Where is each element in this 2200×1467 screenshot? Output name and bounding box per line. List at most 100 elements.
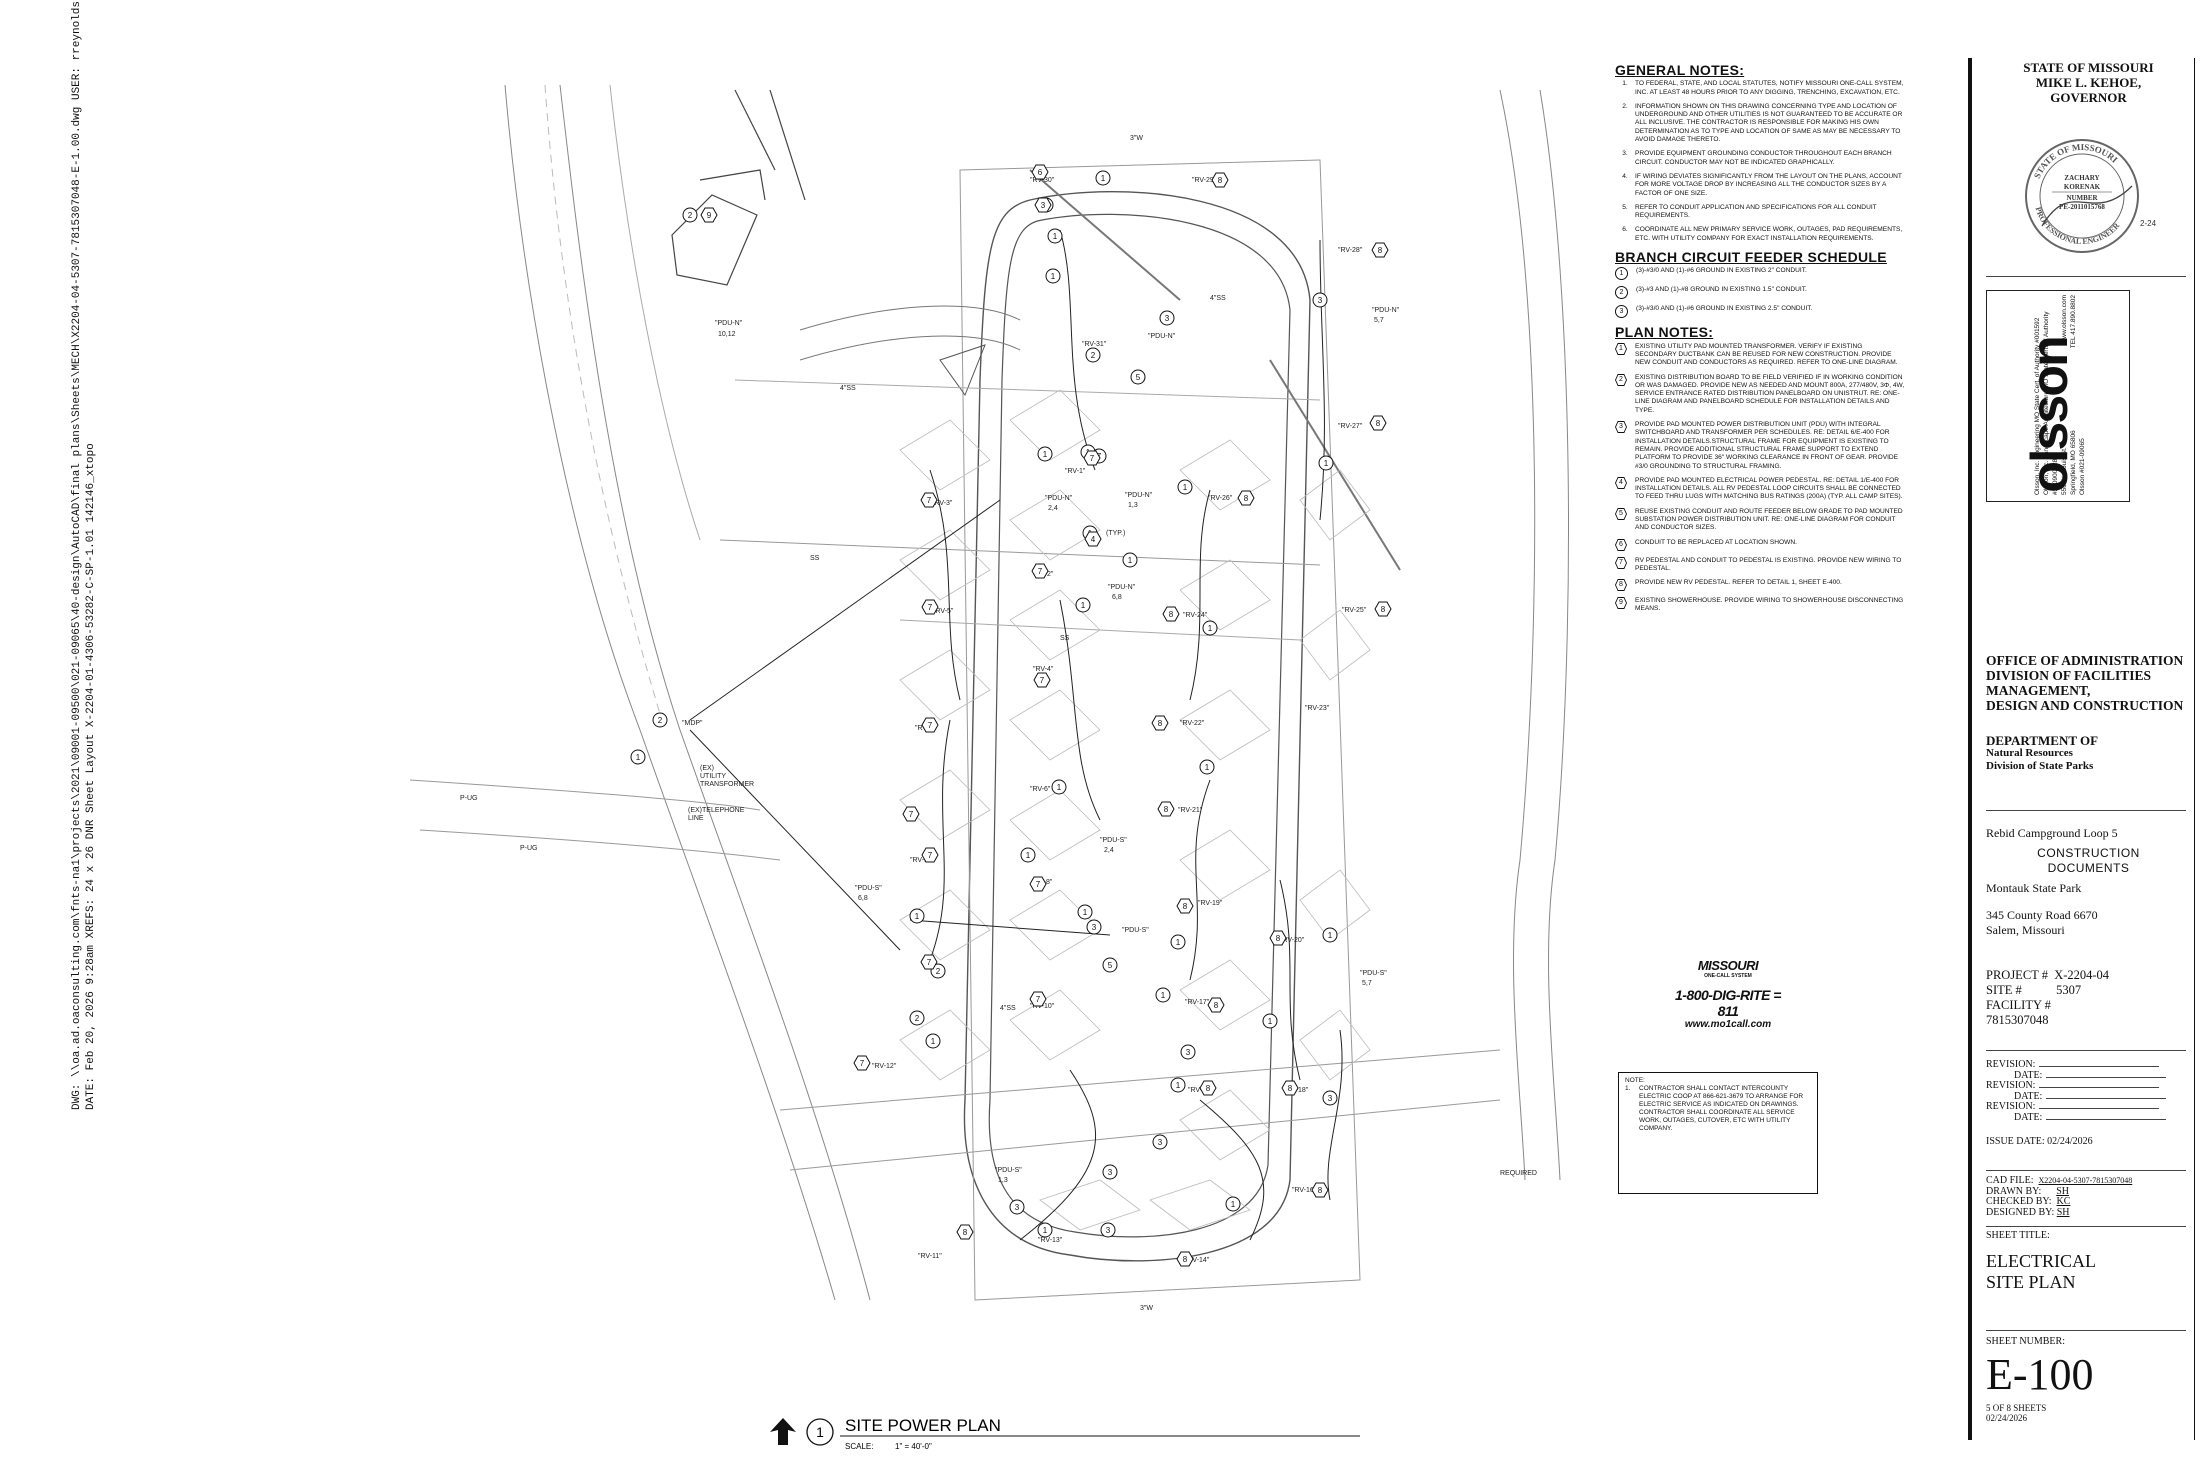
- seal-name1: ZACHARY: [2064, 174, 2099, 182]
- plan-note-hex-icon: 7: [1615, 556, 1627, 569]
- rv-site-label: "RV-6": [1030, 786, 1051, 793]
- rv-site-label: "RV-21": [1178, 807, 1203, 814]
- feeder-schedule-tag: 1: [1045, 268, 1061, 284]
- plan-note-tag: 8: [1176, 1251, 1194, 1267]
- svg-text:2: 2: [915, 1014, 920, 1023]
- issue-date: ISSUE DATE: 02/24/2026: [1986, 1136, 2093, 1147]
- svg-text:1: 1: [1051, 272, 1056, 281]
- plan-note-tag: 7: [1029, 991, 1047, 1007]
- feeder-schedule-tag: 1: [1322, 927, 1338, 943]
- svg-text:8: 8: [1169, 610, 1174, 619]
- dept-line3: Division of State Parks: [1986, 760, 2094, 772]
- feeder-schedule-tag: 1: [1047, 228, 1063, 244]
- plan-note-tag: 9: [700, 207, 718, 223]
- svg-text:9: 9: [707, 211, 712, 220]
- pdu-s-24-num: 2,4: [1104, 847, 1114, 854]
- general-note-item: 2.INFORMATION SHOWN ON THIS DRAWING CONC…: [1615, 103, 1905, 144]
- plan-note-tag: 7: [1031, 563, 1049, 579]
- svg-text:6: 6: [1038, 168, 1043, 177]
- svg-text:8: 8: [1183, 902, 1188, 911]
- pdu-s-68-label: "PDU-S": [855, 885, 882, 892]
- plan-note-tag: 8: [1162, 606, 1180, 622]
- plan-note-tag: 4: [1084, 531, 1102, 547]
- feeder-schedule-tag: 1: [1020, 847, 1036, 863]
- rv-site-label: "RV-30": [1030, 177, 1055, 184]
- branch-schedule-text: (3)-#3/0 AND (1)-#6 GROUND IN EXISTING 2…: [1636, 305, 1813, 313]
- north-arrow-icon: [770, 1418, 796, 1445]
- feeder-schedule-tag: 3: [1152, 1134, 1168, 1150]
- feeder-schedule-tag: 3: [1100, 1222, 1116, 1238]
- contractor-note-box: NOTE: 1. CONTRACTOR SHALL CONTACT INTERC…: [1618, 1072, 1818, 1194]
- branch-schedule-number: 2: [1615, 286, 1628, 300]
- feeder-schedule-tag: 3: [1102, 1164, 1118, 1180]
- svg-text:1: 1: [1231, 1200, 1236, 1209]
- plan-note-tag: 7: [920, 954, 938, 970]
- firm-tel: TEL 417.890.8802: [2070, 295, 2077, 349]
- scale-label: SCALE:: [845, 1442, 873, 1451]
- seal-date-mark: 2-24: [2140, 219, 2157, 228]
- plan-note-number: 8: [1619, 581, 1623, 589]
- firm-line2: Olsson, Inc. Landscape Architecture MO S…: [2043, 311, 2059, 495]
- feeder-schedule-tag: 1: [1199, 759, 1215, 775]
- rv-site-label: "RV-27": [1338, 423, 1363, 430]
- park-name: Montauk State Park: [1986, 881, 2082, 895]
- plan-note-hex-icon: 2: [1615, 373, 1627, 386]
- svg-text:8: 8: [1244, 494, 1249, 503]
- utility-tx-label-1: (EX): [700, 765, 714, 772]
- plan-note-number: 1: [1619, 344, 1623, 352]
- firm-address2: Springfield, MO 65806: [2070, 430, 2077, 495]
- plan-note-hex-icon: 9: [1615, 597, 1627, 610]
- svg-text:1: 1: [1208, 624, 1213, 633]
- svg-text:1: 1: [1057, 783, 1062, 792]
- svg-text:7: 7: [1036, 880, 1041, 889]
- revision-row: REVISION:: [1986, 1101, 2191, 1113]
- svg-text:2: 2: [658, 716, 663, 725]
- pdu-n-24-label: "PDU-N": [1045, 495, 1073, 502]
- park-address2: Salem, Missouri: [1986, 923, 2065, 937]
- contractor-note-num: 1.: [1625, 1085, 1631, 1092]
- wetland-note: REQUIRED: [1500, 1170, 1537, 1177]
- pdu-n-68-label: "PDU-N": [1108, 584, 1136, 591]
- feeder-schedule-tag: 1: [1225, 1196, 1241, 1212]
- general-note-text: PROVIDE EQUIPMENT GROUNDING CONDUCTOR TH…: [1635, 150, 1892, 166]
- firm-web: www.olsson.com: [2061, 295, 2068, 344]
- firm-address1: 550 St. Louis St.: [2061, 447, 2068, 495]
- general-note-item: 1.TO FEDERAL, STATE, AND LOCAL STATUTES,…: [1615, 80, 1905, 97]
- cad-file: X2204-04-5307-7815307048: [2038, 1176, 2133, 1185]
- plan-note-tag: 7: [853, 1055, 871, 1071]
- feeder-schedule-tag: 3: [1009, 1199, 1025, 1215]
- plan-note-tag: 7: [921, 717, 939, 733]
- plan-note-number: 6: [1619, 540, 1623, 548]
- water-label: 3"W: [1140, 1305, 1153, 1312]
- revision-row: REVISION:: [1986, 1059, 2191, 1071]
- branch-schedule-text: (3)-#3 AND (1)-#8 GROUND IN EXISTING 1.5…: [1636, 286, 1807, 294]
- feeder-schedule-tag: 1: [1077, 904, 1093, 920]
- svg-text:8: 8: [1206, 1084, 1211, 1093]
- plan-notes-title: PLAN NOTES:: [1615, 324, 1714, 341]
- rv-site-label: "RV-24": [1183, 612, 1208, 619]
- rv-site-label: "RV-22": [1180, 720, 1205, 727]
- firm-block: olsson Olsson, Inc. Engineering MO State…: [1986, 290, 2130, 502]
- plan-note-number: 4: [1619, 478, 1623, 486]
- pdu-n-24-num: 2,4: [1048, 505, 1058, 512]
- feeder-schedule-tag: 1: [1037, 446, 1053, 462]
- plan-note-tag: 8: [1237, 490, 1255, 506]
- drawing-title: SITE POWER PLAN: [845, 1416, 1001, 1435]
- general-note-number: 3.: [1622, 150, 1628, 158]
- feeder-schedule-tag: 1: [1202, 620, 1218, 636]
- seal-number: PE-2011015768: [2059, 203, 2105, 211]
- plan-note-tag: 7: [1033, 672, 1051, 688]
- svg-text:1: 1: [1083, 908, 1088, 917]
- svg-text:4: 4: [1091, 535, 1096, 544]
- svg-text:8: 8: [963, 1228, 968, 1237]
- plan-note-tag: 8: [1151, 715, 1169, 731]
- doc-type-2: DOCUMENTS: [2047, 861, 2130, 875]
- rv-site-label: "RV-4": [1033, 666, 1054, 673]
- feeder-schedule-tag: 1: [1095, 170, 1111, 186]
- svg-text:3: 3: [1092, 923, 1097, 932]
- plan-note-tag: 8: [1211, 172, 1229, 188]
- svg-text:1: 1: [1101, 174, 1106, 183]
